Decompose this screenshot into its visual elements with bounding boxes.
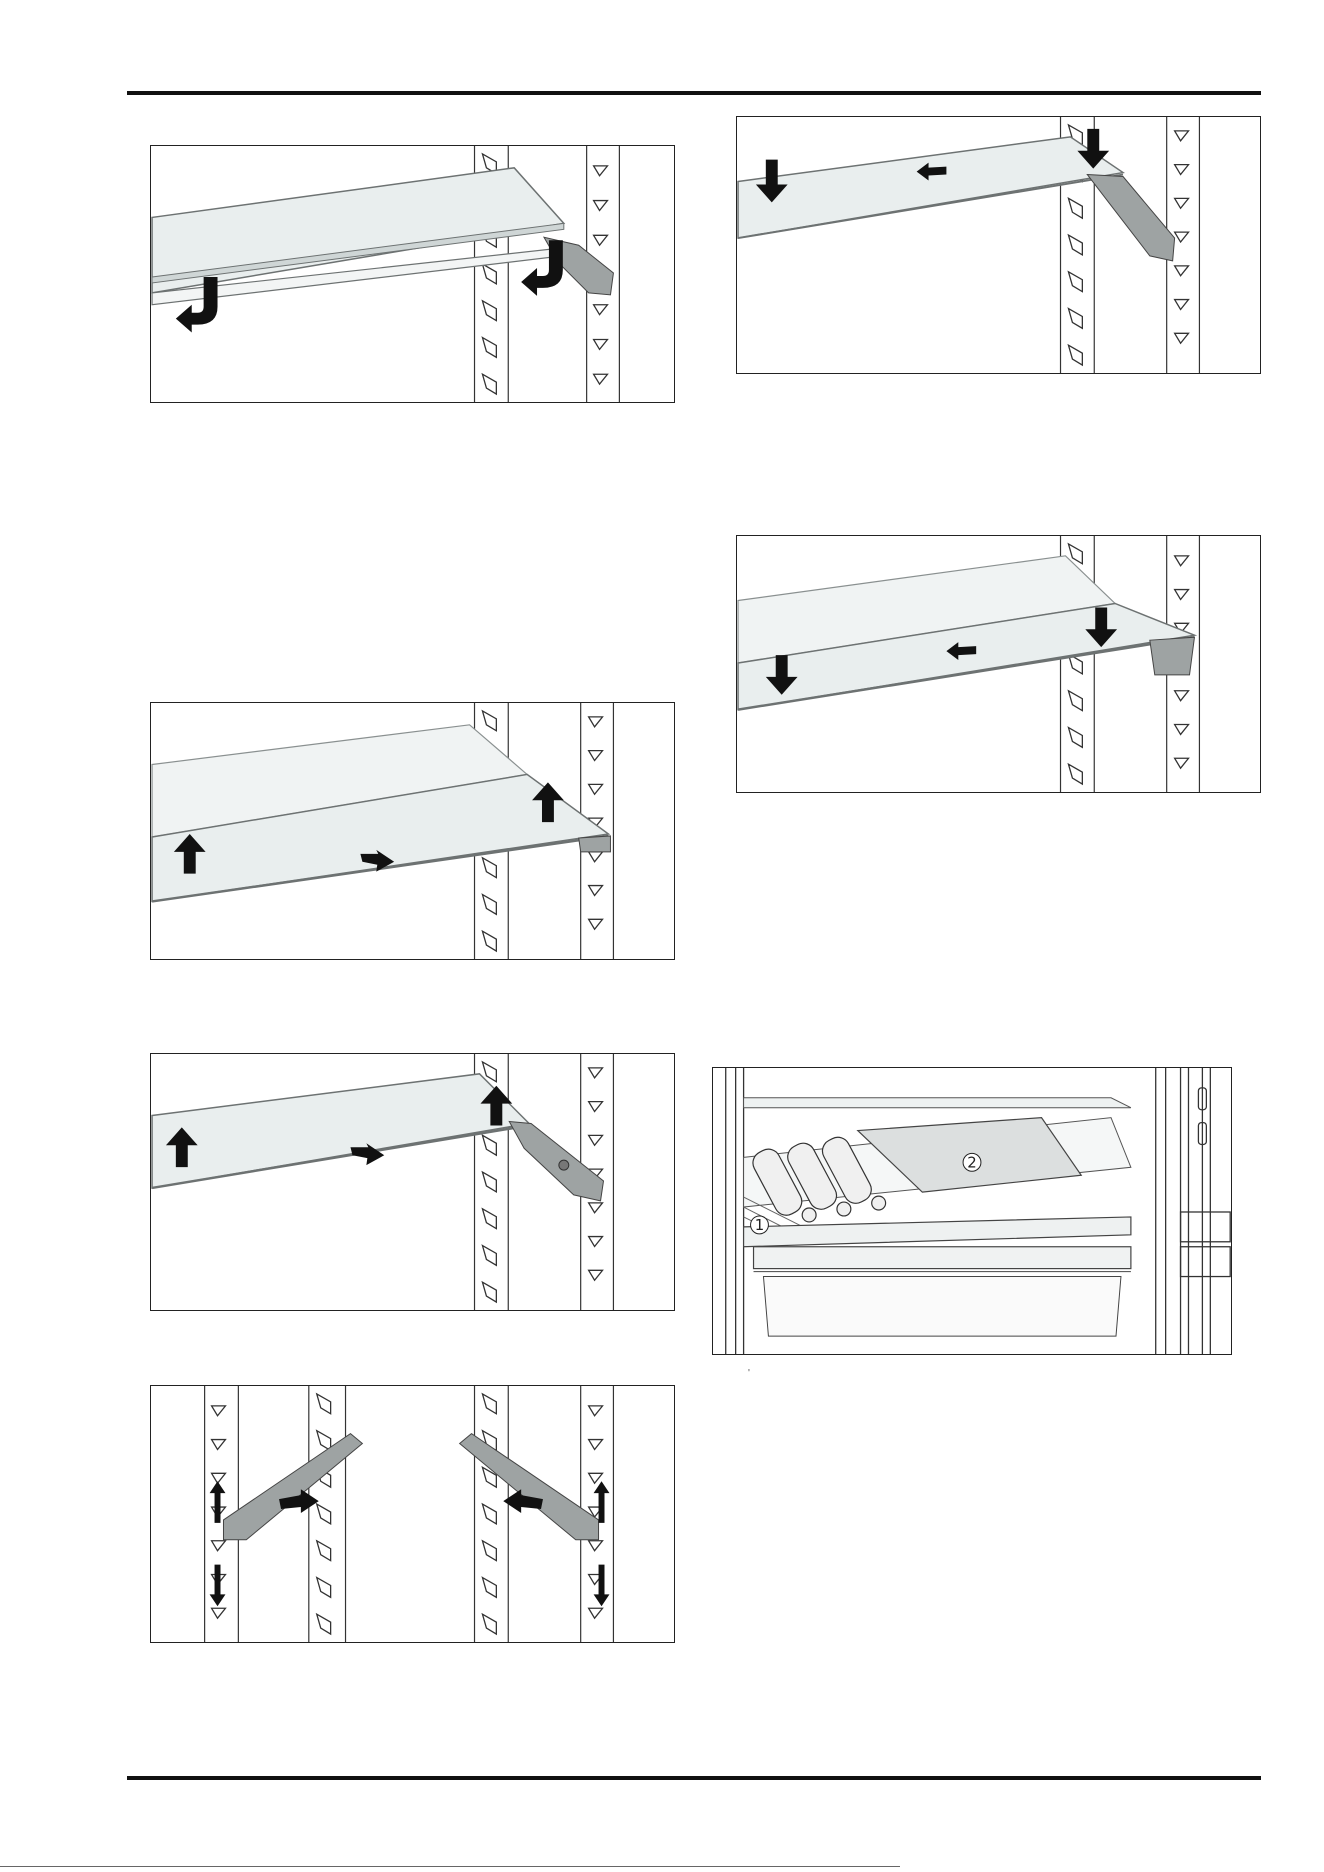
page-edge-line xyxy=(0,1866,900,1867)
svg-text:1: 1 xyxy=(755,1216,764,1234)
fig-insert-shelf-lower xyxy=(736,535,1261,793)
callout-2: 2 xyxy=(963,1153,981,1171)
shelf-support xyxy=(579,836,611,852)
fig-move-shelf-supports xyxy=(150,1385,675,1643)
fig-lift-shelf-front xyxy=(150,702,675,960)
fig-bottle-shelf-callouts: 1 2 xyxy=(712,1067,1232,1355)
shelf-support xyxy=(509,1121,603,1200)
header-rule xyxy=(127,91,1261,95)
shelf-support xyxy=(1087,175,1174,261)
fig-insert-shelf-push xyxy=(736,116,1261,374)
footer-rule xyxy=(127,1776,1261,1780)
drawer-body xyxy=(763,1277,1121,1337)
glass-shelf xyxy=(152,1074,529,1188)
svg-text:2: 2 xyxy=(967,1153,976,1171)
upper-glass-shelf xyxy=(744,1098,1131,1108)
stray-mark: ' xyxy=(748,1368,750,1379)
shelf-support xyxy=(223,1434,598,1540)
shelf-support xyxy=(1150,637,1195,675)
fig-remove-shelf-tilt xyxy=(150,145,675,403)
fig-lift-shelf-pull xyxy=(150,1053,675,1311)
glass-shelf xyxy=(738,137,1123,238)
callout-1: 1 xyxy=(751,1216,769,1234)
drawer-front xyxy=(754,1247,1131,1269)
